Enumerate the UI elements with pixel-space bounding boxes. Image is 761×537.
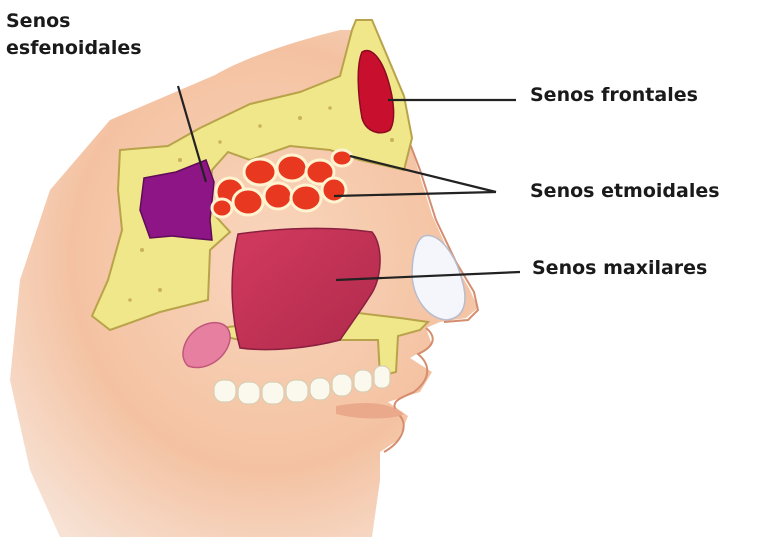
label-senos-esfenoidales: Senos esfenoidales xyxy=(6,8,142,62)
label-senos-etmoidales: Senos etmoidales xyxy=(530,179,720,203)
label-senos-maxilares: Senos maxilares xyxy=(532,256,707,280)
label-senos-frontales: Senos frontales xyxy=(530,83,698,107)
